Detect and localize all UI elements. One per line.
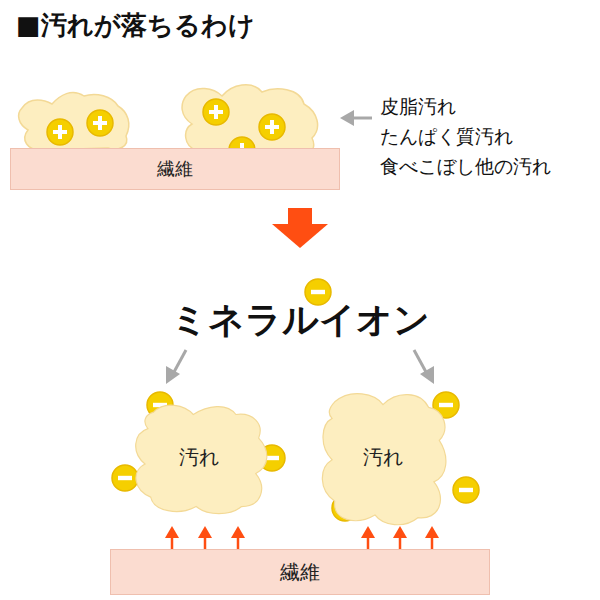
dirt-type-label: 食べこぼし他の汚れ (380, 155, 551, 178)
fiber-label: 繊維 (280, 560, 320, 584)
fiber-band: 繊維 (110, 549, 490, 595)
dirt-blob (19, 92, 129, 150)
leader-arrow (166, 350, 434, 384)
dirt-label: 汚れ (363, 445, 403, 469)
dirt-blob: 汚れ (316, 388, 450, 526)
fiber-band: 繊維 (10, 148, 340, 190)
dirt-blob: 汚れ (128, 398, 270, 516)
dirt-type-label: たんぱく質汚れ (380, 125, 513, 148)
dirt-type-label: 皮脂汚れ (380, 95, 456, 118)
page-title: ■汚れが落ちるわけ (16, 10, 255, 41)
fiber-label: 繊維 (157, 158, 193, 180)
leader-arrow (340, 110, 372, 126)
dirt-label: 汚れ (179, 445, 219, 469)
down-arrow (272, 208, 328, 248)
ion-heading: ミネラルイオン (171, 298, 430, 341)
